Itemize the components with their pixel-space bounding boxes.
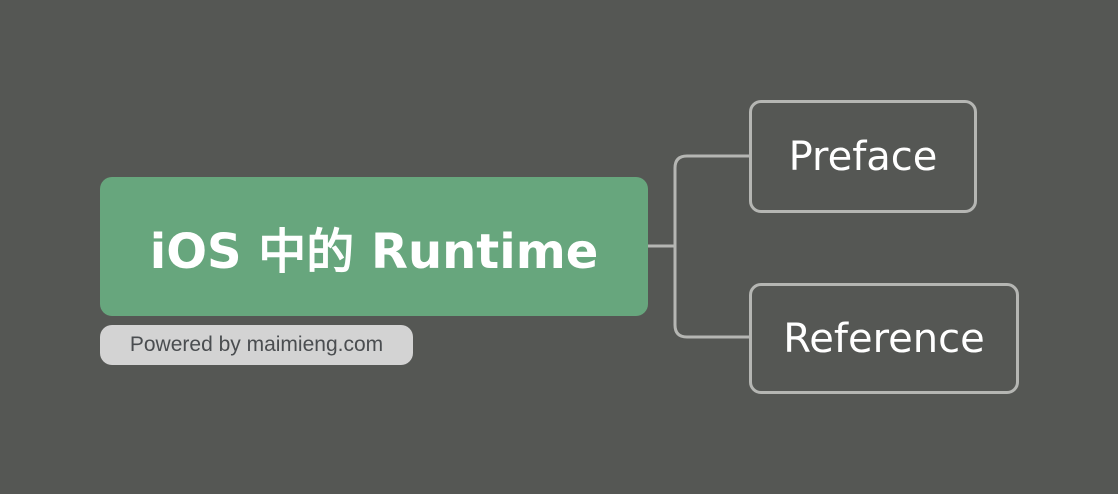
powered-by-badge[interactable]: Powered by maimieng.com — [100, 325, 413, 365]
powered-by-text: Powered by maimieng.com — [129, 333, 384, 356]
connector-to-reference — [673, 246, 749, 339]
root-topic-node[interactable]: iOS 中的 Runtime — [100, 177, 648, 316]
topic-label-preface: Preface — [788, 133, 938, 180]
topic-label-reference: Reference — [783, 315, 985, 362]
topic-node-preface[interactable]: Preface — [749, 100, 977, 213]
topic-node-reference[interactable]: Reference — [749, 283, 1019, 394]
connector-to-preface — [673, 154, 749, 246]
root-topic-label: iOS 中的 Runtime — [149, 223, 599, 280]
